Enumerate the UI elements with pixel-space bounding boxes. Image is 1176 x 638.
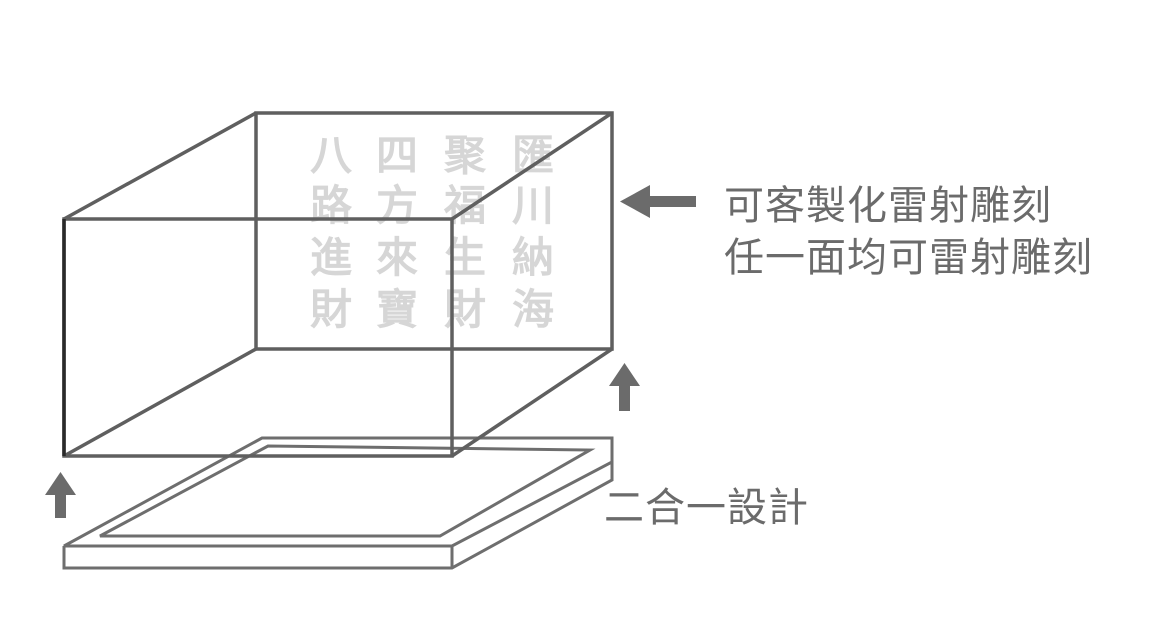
- two-in-one-label: 二合一設計: [604, 485, 809, 531]
- engraving-char: 聚: [443, 131, 487, 180]
- engraving-char: 四: [376, 131, 418, 180]
- cover-edge: [63, 347, 257, 458]
- cover-back-face: [254, 111, 614, 351]
- left-arrow-icon: [620, 185, 696, 218]
- tray-inner-rim: [99, 444, 596, 538]
- up-arrow-icon: [609, 363, 640, 411]
- engraving-text: 八 路 進 財 四 方 來 寶 聚 福 生 財 匯 川 納 海: [310, 131, 554, 334]
- engraving-char: 川: [512, 181, 554, 230]
- cover-edge: [451, 347, 613, 458]
- cover-edge: [63, 111, 257, 221]
- engraving-char: 方: [376, 181, 418, 230]
- cover-edge: [451, 111, 613, 221]
- acrylic-cover: [62, 111, 614, 458]
- engraving-char: 納: [512, 233, 554, 282]
- callout-line: 可客製化雷射雕刻: [724, 183, 1052, 229]
- engraving-char: 財: [310, 285, 352, 334]
- engraving-char: 八: [310, 131, 353, 180]
- up-arrow-icon: [45, 472, 76, 518]
- engraving-char: 海: [512, 285, 554, 334]
- engraving-char: 路: [310, 181, 353, 230]
- tray-front-edge: [62, 462, 614, 570]
- engraving-char: 福: [443, 181, 486, 230]
- tray-outer-rim: [63, 436, 614, 548]
- engraving-char: 寶: [376, 285, 418, 334]
- engraving-char: 來: [376, 233, 418, 282]
- laser-engrave-callout: 可客製化雷射雕刻 任一面均可雷射雕刻: [724, 180, 1093, 284]
- engraving-char: 進: [310, 233, 352, 282]
- callout-line: 任一面均可雷射雕刻: [724, 235, 1093, 281]
